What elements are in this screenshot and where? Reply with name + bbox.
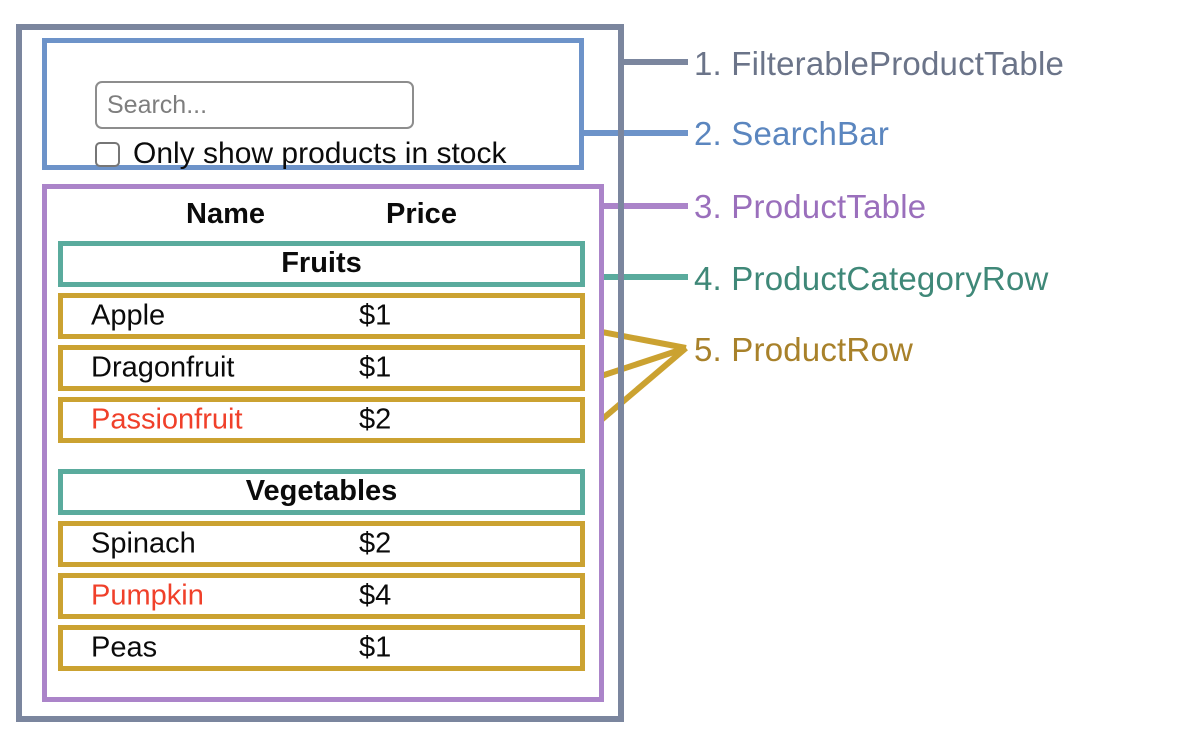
in-stock-checkbox[interactable]	[95, 141, 120, 167]
product-name: Apple	[91, 299, 166, 332]
product-name: Spinach	[91, 527, 196, 560]
product-name: Peas	[91, 631, 158, 664]
product-name: Passionfruit	[91, 403, 243, 436]
product-name: Dragonfruit	[91, 351, 235, 384]
product-table: Name Price Fruits Apple $1 Dragonfruit $…	[58, 189, 588, 677]
product-row: Passionfruit $2	[58, 397, 585, 443]
legend-item-product-category-row: 4. ProductCategoryRow	[694, 260, 1049, 297]
product-price: $1	[359, 631, 392, 664]
product-row: Peas $1	[58, 625, 585, 671]
product-row: Spinach $2	[58, 521, 585, 567]
product-price: $2	[359, 527, 392, 560]
product-name: Pumpkin	[91, 579, 204, 612]
product-price: $1	[359, 299, 392, 332]
category-label: Fruits	[281, 246, 362, 279]
product-row: Apple $1	[58, 293, 585, 339]
product-row: Dragonfruit $1	[58, 345, 585, 391]
column-header-name: Name	[186, 198, 265, 230]
section-gap	[58, 449, 588, 469]
legend-item-product-table: 3. ProductTable	[694, 188, 927, 225]
legend-item-filterable-product-table: 1. FilterableProductTable	[694, 45, 1065, 82]
in-stock-checkbox-label: Only show products in stock	[133, 137, 507, 170]
filterable-product-table-frame	[16, 24, 624, 722]
product-price: $1	[359, 351, 392, 384]
legend-item-search-bar: 2. SearchBar	[694, 115, 890, 152]
column-header-price: Price	[386, 198, 457, 230]
search-input[interactable]	[95, 81, 414, 129]
in-stock-filter-row[interactable]: Only show products in stock	[95, 139, 507, 169]
product-price: $4	[359, 579, 392, 612]
product-price: $2	[359, 403, 392, 436]
search-bar-frame: Only show products in stock	[42, 38, 584, 170]
product-row: Pumpkin $4	[58, 573, 585, 619]
legend-item-product-row: 5. ProductRow	[694, 331, 914, 368]
product-table-frame: Name Price Fruits Apple $1 Dragonfruit $…	[42, 184, 604, 702]
product-category-row: Vegetables	[58, 469, 585, 515]
table-header-row: Name Price	[58, 189, 588, 241]
category-label: Vegetables	[245, 474, 398, 507]
product-category-row: Fruits	[58, 241, 585, 287]
